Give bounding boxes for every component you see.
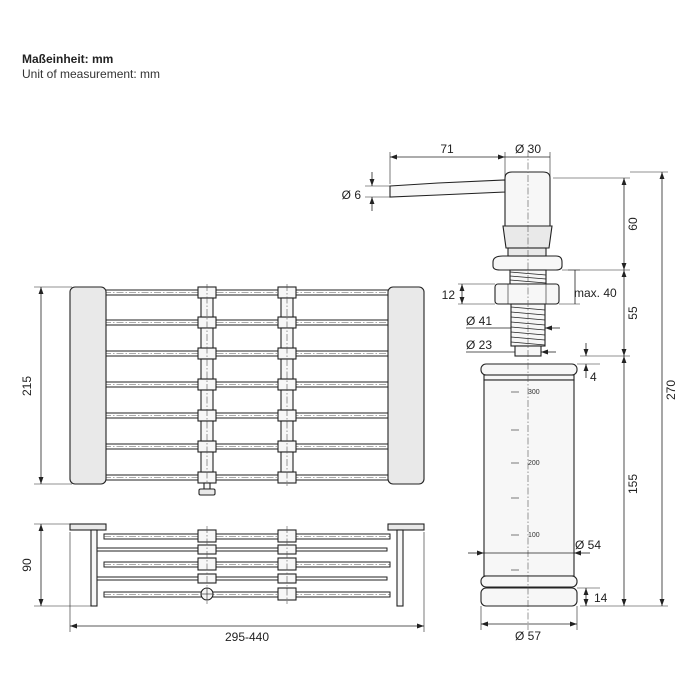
spout-diameter-label: Ø 6: [342, 188, 362, 202]
rack-height-label: 90: [20, 558, 34, 572]
rack-left-end-cap: [69, 286, 107, 485]
head-height-label: 60: [626, 217, 640, 231]
dimension-total-height: 270: [630, 171, 678, 607]
rack-side-knob: [200, 587, 214, 601]
dimension-rim-height: 4: [577, 343, 600, 384]
thread-diameter-label: Ø 41: [466, 314, 492, 328]
total-height-label: 270: [664, 380, 678, 400]
rack-side-clips: [197, 526, 297, 604]
dimension-spout-diameter: Ø 6: [342, 172, 390, 211]
dispenser-nut: [494, 283, 560, 305]
rack-right-top-plate: [387, 523, 425, 531]
spout-length-label: 71: [440, 142, 454, 156]
dimension-base-height: 14: [577, 587, 608, 606]
dimension-thread-diameter: Ø 41: [466, 314, 560, 331]
scale-mark-100: 100: [528, 532, 540, 539]
unit-label-english: Unit of measurement: mm: [22, 67, 161, 81]
dimension-rack-width: 295-440: [69, 532, 425, 644]
dispenser-neck: [507, 247, 547, 257]
rack-right-leg: [396, 529, 404, 607]
max-thickness-label: max. 40: [574, 286, 617, 300]
scale-mark-200: 200: [528, 460, 540, 467]
unit-label-german: Maßeinheit: mm: [22, 52, 114, 66]
dispenser-bottle: [480, 363, 578, 607]
dimension-head-height: 60: [553, 177, 640, 271]
soap-dispenser: 300 200 100: [389, 150, 578, 630]
rack-left-top-plate: [69, 523, 107, 531]
shank-length-label: 55: [626, 306, 640, 320]
dispenser-flange: [492, 255, 563, 271]
dispenser-collar: [502, 225, 553, 249]
rack-depth-label: 215: [20, 376, 34, 396]
dispenser-head: [504, 171, 551, 227]
bottle-volume-scale: 300 200 100: [511, 389, 540, 571]
rack-left-leg: [90, 529, 98, 607]
dimension-nut-height: 12: [442, 283, 495, 305]
tube-diameter-label: Ø 23: [466, 338, 492, 352]
rim-height-label: 4: [590, 370, 597, 384]
nut-height-label: 12: [442, 288, 456, 302]
rack-drain-knob: [198, 482, 216, 496]
rack-side-rods: [96, 533, 391, 598]
bottle-inner-diameter-label: Ø 54: [575, 538, 601, 552]
dimension-max-thickness: max. 40: [559, 269, 617, 305]
head-diameter-label: Ø 30: [515, 142, 541, 156]
dimension-rack-height: 90: [20, 523, 92, 607]
rack-side-view: [69, 523, 425, 607]
dimension-bottle-height: 155: [580, 356, 640, 607]
rack-rods: [103, 289, 391, 481]
dimension-bottle-diameter: Ø 57: [480, 606, 578, 643]
bottle-height-label: 155: [626, 474, 640, 494]
dispenser-spout: [389, 179, 506, 198]
rack-top-view: [69, 284, 425, 496]
rack-width-label: 295-440: [225, 630, 269, 644]
dimension-spout-length: 71 Ø 30: [389, 142, 551, 184]
scale-mark-300: 300: [528, 389, 540, 396]
dimension-tube-diameter: Ø 23: [466, 338, 556, 355]
dimension-shank-length: 55: [580, 270, 640, 357]
dimension-rack-depth: 215: [20, 286, 72, 485]
header: Maßeinheit: mm Unit of measurement: mm: [22, 52, 160, 82]
bottle-diameter-label: Ø 57: [515, 629, 541, 643]
rack-clips: [197, 284, 297, 486]
rack-right-end-cap: [387, 286, 425, 485]
base-height-label: 14: [594, 591, 608, 605]
dimension-bottle-inner-diameter: Ø 54: [468, 538, 601, 556]
